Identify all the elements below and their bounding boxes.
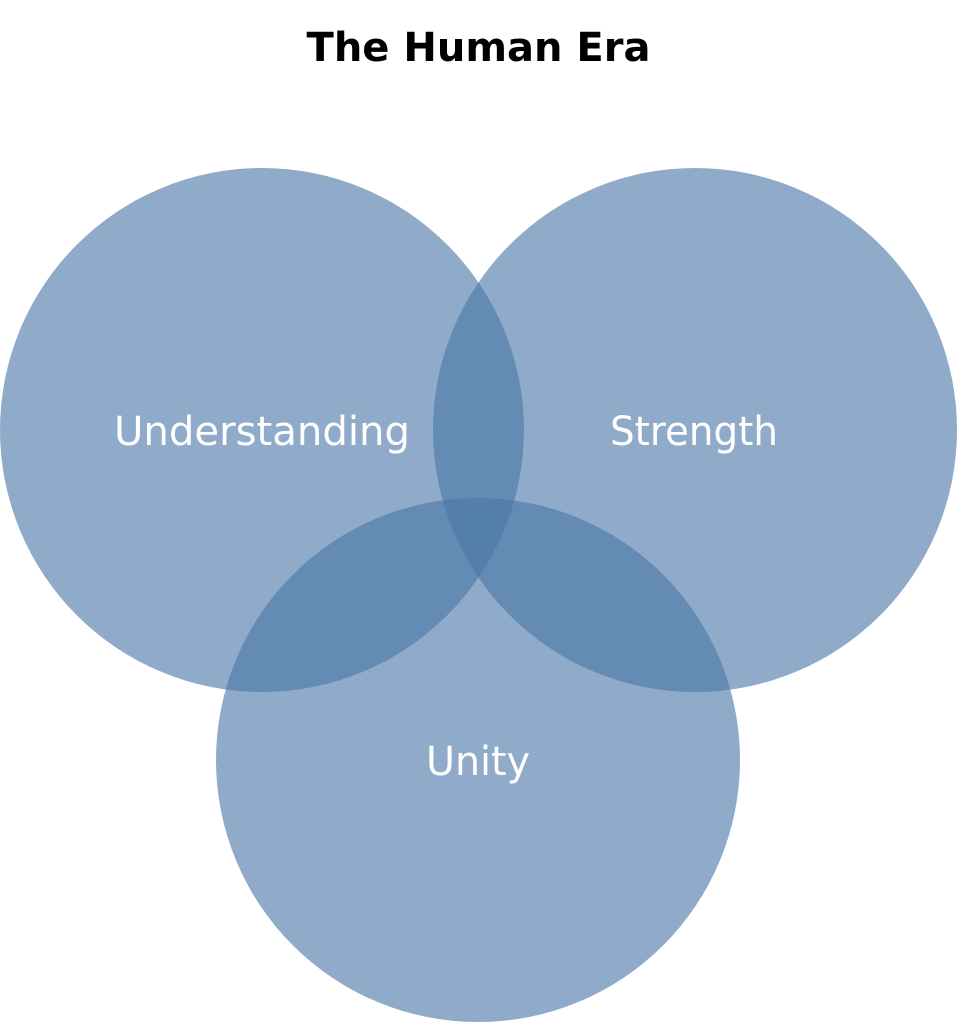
circle-unity bbox=[216, 498, 740, 1022]
label-understanding: Understanding bbox=[114, 409, 410, 455]
label-strength: Strength bbox=[610, 409, 778, 455]
label-unity: Unity bbox=[426, 739, 530, 785]
diagram-title: The Human Era bbox=[306, 25, 651, 71]
venn-labels: Understanding Strength Unity bbox=[114, 409, 778, 785]
venn-circles bbox=[0, 168, 957, 1022]
